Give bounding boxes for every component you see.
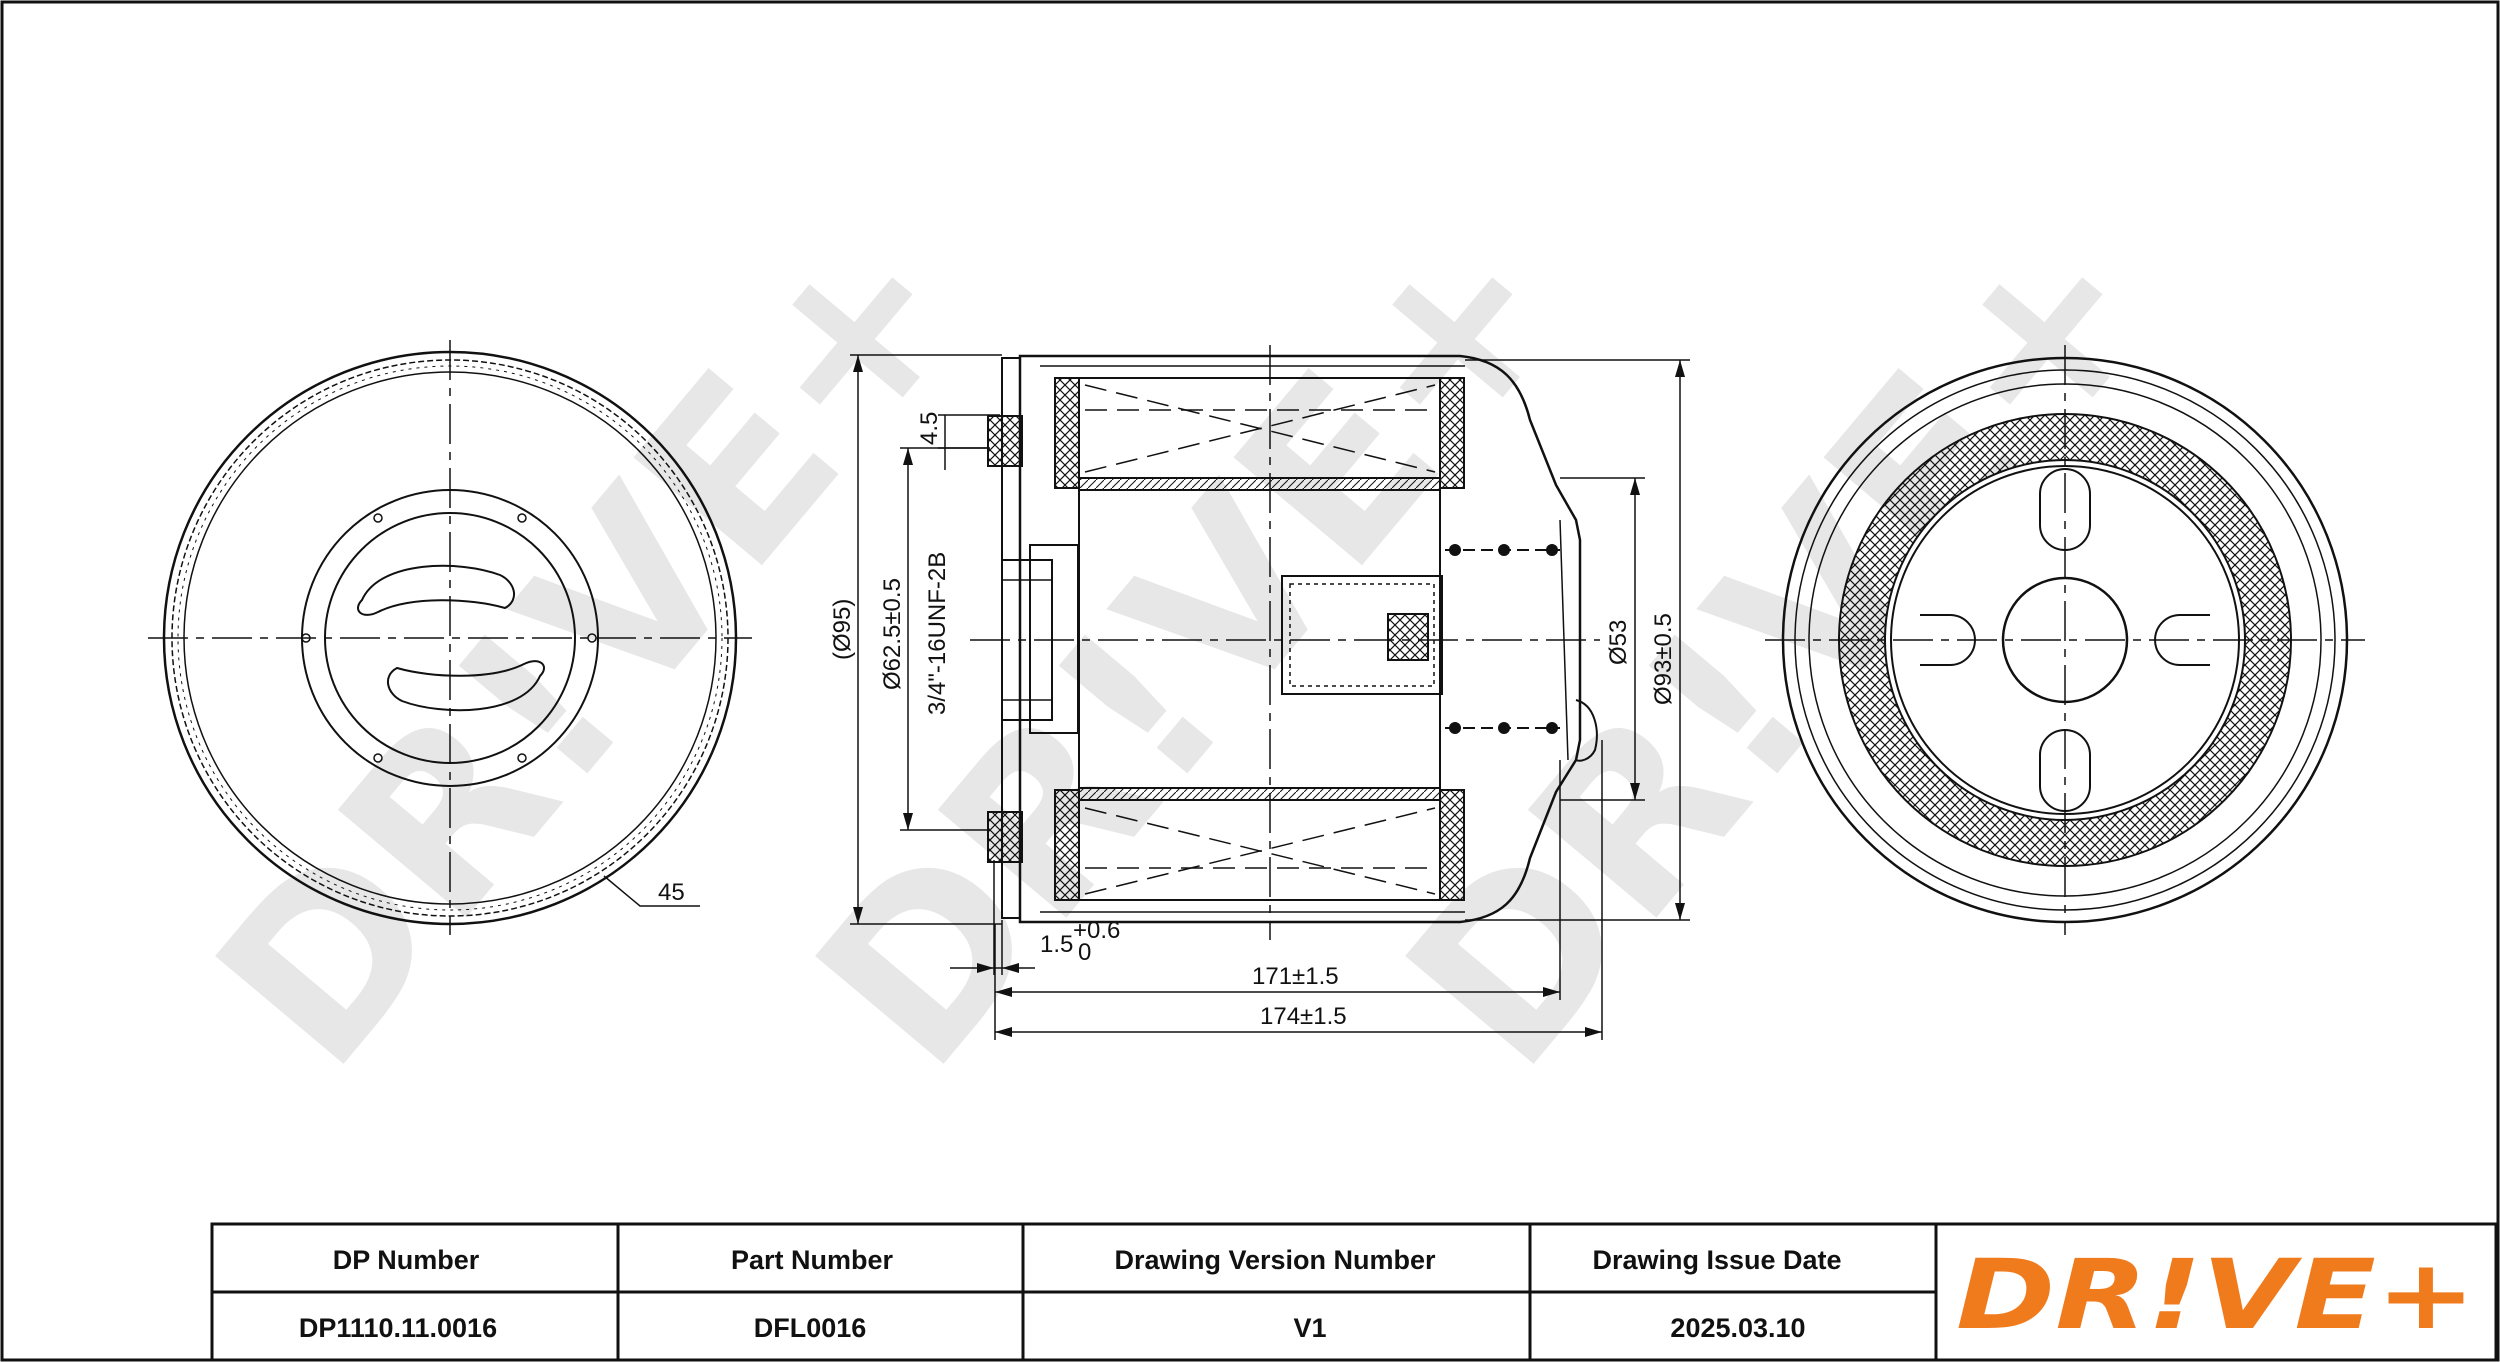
header-part-number: Part Number [731, 1245, 894, 1275]
hole-top [2039, 468, 2091, 551]
value-issue-date: 2025.03.10 [1670, 1313, 1805, 1343]
length-body-label: 171±1.5 [1252, 963, 1339, 990]
dimension-arrows [853, 355, 1685, 1037]
angle-dimension: 45 [658, 879, 685, 906]
outer-diameter-label: (Ø95) [829, 599, 856, 660]
gasket-top [987, 415, 1023, 467]
gasket-offset-tol-lower: 0 [1078, 939, 1091, 966]
left-view [148, 340, 752, 935]
header-issue-date: Drawing Issue Date [1592, 1245, 1841, 1275]
header-dp-number: DP Number [333, 1245, 480, 1275]
thread-label: 3/4"-16UNF-2B [924, 552, 951, 715]
element-cap-left-bottom [1054, 789, 1080, 901]
gasket-diameter-label: Ø62.5±0.5 [879, 578, 906, 690]
left-angle-leader [603, 875, 700, 907]
element-top-band [1078, 477, 1441, 491]
left-crescent-bottom [387, 660, 545, 712]
header-drawing-version: Drawing Version Number [1114, 1245, 1436, 1275]
right-view [1765, 345, 2365, 935]
center-dimension-lines [850, 354, 1690, 1040]
body-diameter-label: Ø93±0.5 [1650, 613, 1677, 705]
element-cap-left-top [1054, 377, 1080, 489]
hole-bottom [2039, 729, 2091, 812]
inner-diameter-label: Ø53 [1605, 620, 1632, 665]
gasket-offset-tol-upper: +0.6 [1073, 917, 1120, 944]
element-cap-right-bottom [1439, 789, 1465, 901]
gasket-bottom [987, 811, 1023, 863]
element-bottom-band [1078, 787, 1441, 801]
value-drawing-version: V1 [1293, 1313, 1326, 1343]
length-total-label: 174±1.5 [1260, 1003, 1347, 1030]
left-crescent-top [357, 564, 515, 616]
thread-height-label: 4.5 [916, 412, 943, 445]
gasket-offset-label: 1.5 [1040, 931, 1073, 958]
title-block-values: DP1110.11.0016 DFL0016 V1 2025.03.10 [299, 1313, 1806, 1343]
element-bottom [1078, 799, 1441, 901]
title-block-headers: DP Number Part Number Drawing Version Nu… [333, 1245, 1842, 1275]
value-part-number: DFL0016 [754, 1313, 867, 1343]
can-outline [1018, 354, 1582, 924]
element-top [1078, 377, 1441, 479]
center-section-view [970, 345, 1600, 940]
title-block [210, 1222, 2498, 1362]
drive-logo: DR!VE+ [1956, 1239, 2476, 1351]
element-cap-right-top [1439, 377, 1465, 489]
bypass-valve [1281, 575, 1443, 695]
valve-spring [1387, 613, 1429, 661]
value-dp-number: DP1110.11.0016 [299, 1313, 497, 1343]
